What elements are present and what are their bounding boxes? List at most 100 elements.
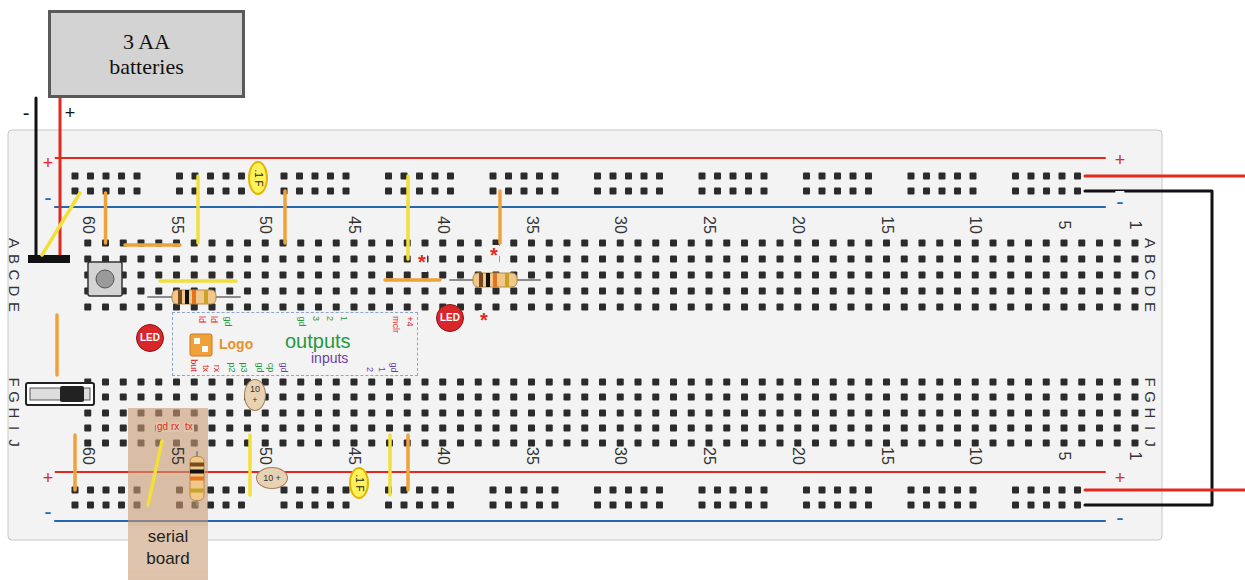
breadboard-hole: [883, 394, 890, 401]
breadboard-hole: [794, 425, 801, 432]
breadboard-hole: [759, 440, 766, 447]
breadboard-hole: [315, 288, 322, 295]
breadboard-hole: [155, 394, 162, 401]
breadboard-hole: [901, 240, 908, 247]
breadboard-hole: [564, 410, 571, 417]
rail-hole: [745, 487, 752, 494]
breadboard-hole: [315, 379, 322, 386]
column-number: 25: [701, 216, 717, 234]
rail-hole: [1059, 487, 1066, 494]
rail-hole: [850, 188, 857, 195]
column-number: 20: [790, 216, 806, 234]
breadboard-hole: [1114, 379, 1121, 386]
row-letter: G: [1143, 391, 1158, 403]
breadboard-hole: [812, 272, 819, 279]
breadboard-hole: [652, 410, 659, 417]
rail-hole: [1012, 188, 1019, 195]
rail-hole: [296, 188, 303, 195]
rail-hole: [103, 502, 110, 509]
breadboard-hole: [1043, 272, 1050, 279]
rail-hole: [699, 173, 706, 180]
breadboard-hole: [865, 256, 872, 263]
row-letter: B: [1143, 254, 1158, 264]
breadboard-hole: [1078, 304, 1085, 311]
pin-name: 1: [377, 367, 386, 372]
breadboard-hole: [1096, 288, 1103, 295]
breadboard-hole: [510, 256, 517, 263]
breadboard-hole: [688, 272, 695, 279]
breadboard-hole: [191, 394, 198, 401]
microcontroller-board: ldldgdgd321mclr+4Logooutputsinputsbuttxr…: [172, 312, 418, 376]
breadboard-hole: [564, 240, 571, 247]
breadboard-hole: [954, 288, 961, 295]
rail-hole: [970, 188, 977, 195]
battery-pack: 3 AA batteries: [48, 10, 245, 98]
breadboard-hole: [244, 304, 251, 311]
breadboard-hole: [262, 256, 269, 263]
column-number: 10: [967, 216, 983, 234]
breadboard-hole: [173, 379, 180, 386]
jumper-wire: [248, 435, 252, 495]
breadboard-hole: [883, 440, 890, 447]
breadboard-hole: [546, 410, 553, 417]
row-letter: E: [1143, 302, 1158, 312]
breadboard-hole: [102, 440, 109, 447]
rail-hole: [1043, 188, 1050, 195]
breadboard-hole: [351, 240, 358, 247]
breadboard-hole: [883, 272, 890, 279]
breadboard-hole: [1007, 240, 1014, 247]
rail-hole: [1028, 173, 1035, 180]
breadboard-hole: [741, 256, 748, 263]
rail-hole: [416, 487, 423, 494]
polarity-mark: +: [275, 474, 280, 483]
breadboard-hole: [528, 288, 535, 295]
breadboard-hole: [865, 440, 872, 447]
pin-name: rx: [212, 364, 221, 372]
column-number: 1: [1127, 221, 1143, 230]
breadboard-hole: [936, 256, 943, 263]
breadboard-hole: [1096, 410, 1103, 417]
rail-hole: [103, 487, 110, 494]
breadboard-hole: [848, 394, 855, 401]
breadboard-hole: [706, 440, 713, 447]
breadboard-hole: [510, 379, 517, 386]
breadboard-hole: [1078, 410, 1085, 417]
breadboard-hole: [280, 440, 287, 447]
breadboard-hole: [617, 379, 624, 386]
rail-hole: [908, 487, 915, 494]
breadboard-hole: [120, 440, 127, 447]
breadboard-hole: [1007, 440, 1014, 447]
breadboard-hole: [741, 440, 748, 447]
breadboard-hole: [493, 394, 500, 401]
rail-hole: [594, 502, 601, 509]
breadboard-hole: [439, 272, 446, 279]
pin-name: p2: [227, 362, 236, 372]
pin-name: gd: [223, 316, 232, 326]
serial-board: gdrxtxserial board: [128, 408, 208, 580]
rail-hole: [552, 173, 559, 180]
breadboard-hole: [1007, 288, 1014, 295]
breadboard-hole: [635, 410, 642, 417]
breadboard-hole: [1025, 394, 1032, 401]
breadboard-hole: [901, 410, 908, 417]
breadboard-hole: [120, 425, 127, 432]
rail-hole: [610, 487, 617, 494]
rail-hole: [850, 502, 857, 509]
breadboard-hole: [173, 272, 180, 279]
breadboard-hole: [919, 379, 926, 386]
rail-hole: [1028, 502, 1035, 509]
resistor-body: [172, 290, 216, 304]
breadboard-hole: [1043, 379, 1050, 386]
breadboard-hole: [883, 410, 890, 417]
breadboard-hole: [830, 256, 837, 263]
rail-hole: [610, 188, 617, 195]
breadboard-hole: [1061, 379, 1068, 386]
breadboard-hole: [901, 440, 908, 447]
breadboard-hole: [315, 425, 322, 432]
rail-hole: [1074, 502, 1081, 509]
breadboard-hole: [297, 440, 304, 447]
column-number: 45: [346, 447, 362, 465]
breadboard-hole: [723, 394, 730, 401]
breadboard-hole: [422, 410, 429, 417]
breadboard-hole: [919, 440, 926, 447]
